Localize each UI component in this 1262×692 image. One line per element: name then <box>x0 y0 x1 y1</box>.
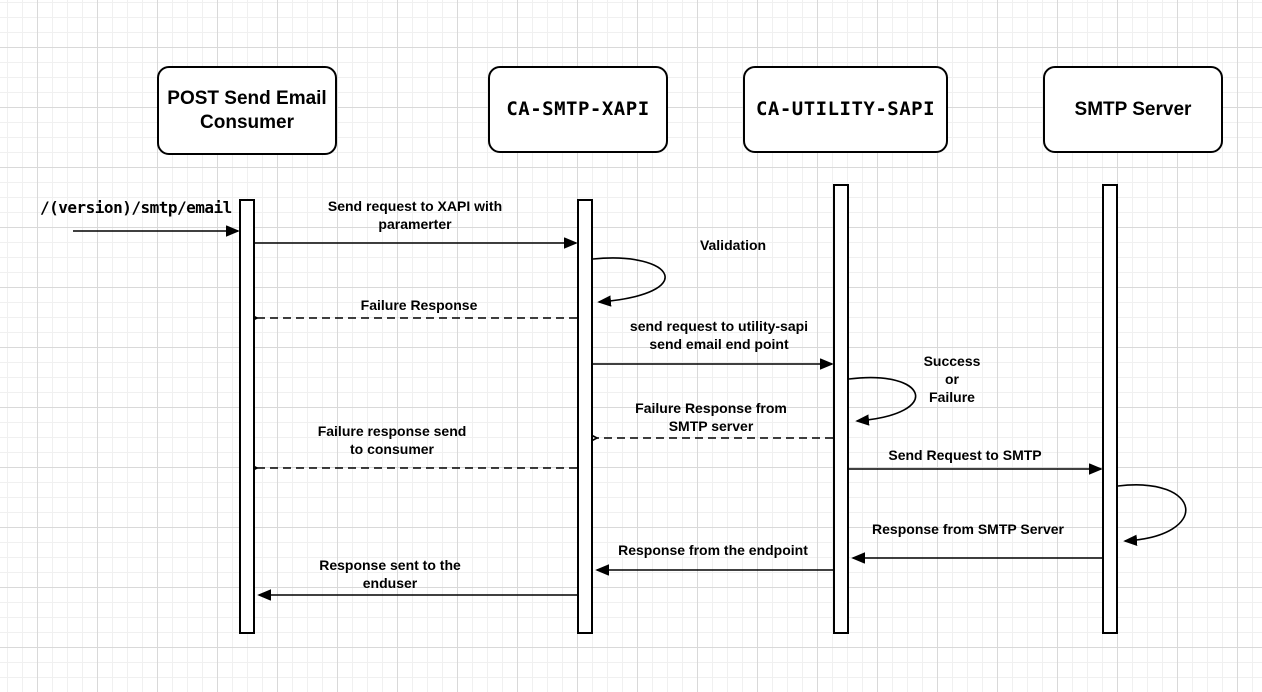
participant-ca-smtp-xapi-label: CA-SMTP-XAPI <box>506 97 650 120</box>
self-loop-arrow-m3-validation[interactable] <box>592 257 666 302</box>
message-label-m8[interactable]: Failure response send to consumer <box>317 423 467 457</box>
message-label-m2[interactable]: Send request to XAPI with paramerter <box>327 198 503 232</box>
activation-bar-smtp[interactable] <box>1102 184 1118 634</box>
activation-bar-sapi[interactable] <box>833 184 849 634</box>
message-label-m12[interactable]: Response from the endpoint <box>618 542 808 558</box>
message-label-m7[interactable]: Failure Response from SMTP server <box>635 400 787 434</box>
participant-ca-utility-sapi-label: CA-UTILITY-SAPI <box>755 97 936 120</box>
participant-smtp-server[interactable]: SMTP Server <box>1043 66 1223 153</box>
message-label-m9[interactable]: Send Request to SMTP <box>888 447 1042 463</box>
participant-consumer-label: POST Send Email Consumer <box>167 87 327 133</box>
participant-smtp-server-label: SMTP Server <box>1074 98 1192 120</box>
message-label-m6[interactable]: Success or Failure <box>923 353 981 405</box>
message-label-m4[interactable]: Failure Response <box>360 297 478 313</box>
participant-consumer[interactable]: POST Send Email Consumer <box>157 66 337 155</box>
self-loop-arrow-m10-smtp[interactable] <box>1117 484 1187 541</box>
activation-bar-xapi[interactable] <box>577 199 593 634</box>
message-label-m5[interactable]: send request to utility-sapi send email … <box>629 318 809 352</box>
message-label-m1[interactable]: /(version)/smtp/email <box>40 198 232 217</box>
message-label-m3[interactable]: Validation <box>699 237 767 253</box>
self-loop-arrow-m6-success-or-failure[interactable] <box>848 376 917 421</box>
message-label-m13[interactable]: Response sent to the enduser <box>319 557 461 591</box>
message-label-m11[interactable]: Response from SMTP Server <box>872 521 1064 537</box>
participant-ca-utility-sapi[interactable]: CA-UTILITY-SAPI <box>743 66 948 153</box>
activation-bar-consumer[interactable] <box>239 199 255 634</box>
participant-ca-smtp-xapi[interactable]: CA-SMTP-XAPI <box>488 66 668 153</box>
